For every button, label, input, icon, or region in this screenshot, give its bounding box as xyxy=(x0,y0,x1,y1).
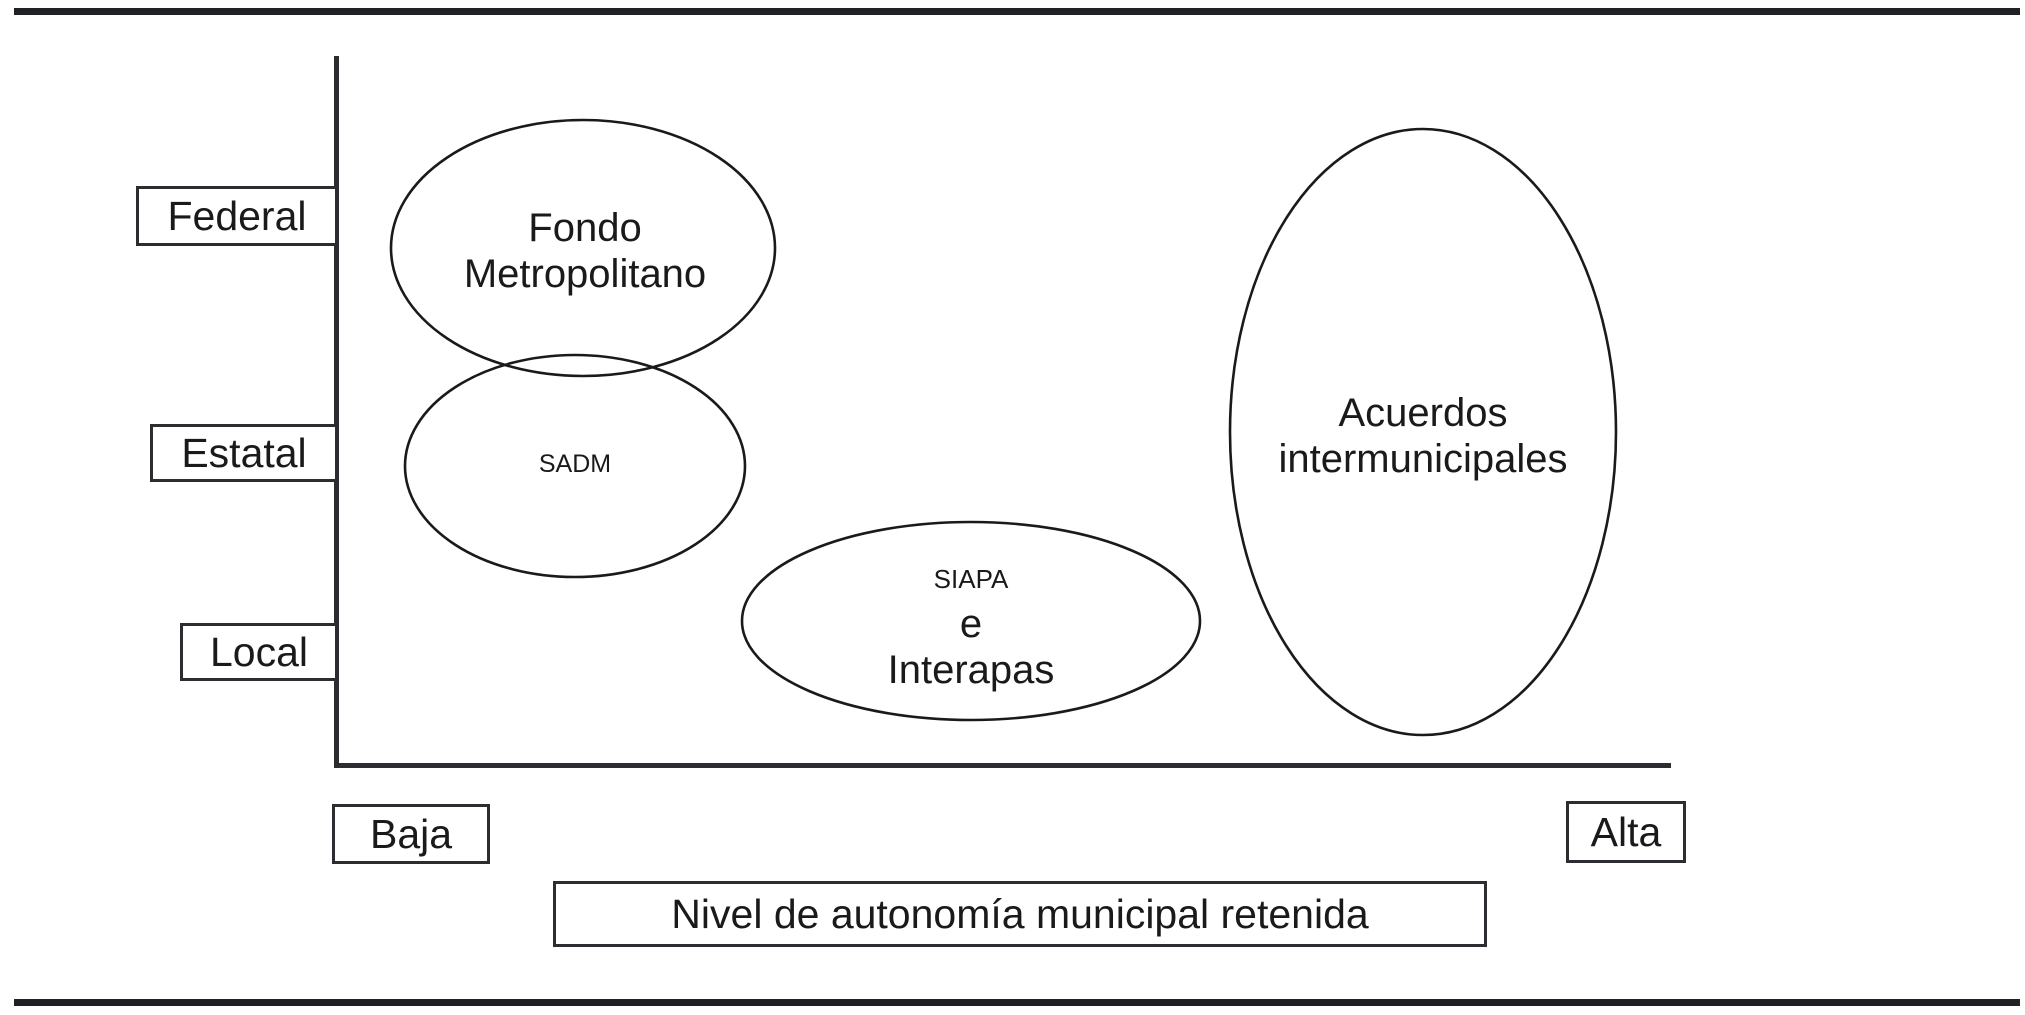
x-axis-line xyxy=(334,763,1671,768)
ellipse-label-acuerdos-intermunicipales: Acuerdos intermunicipales xyxy=(1278,391,1568,481)
y-axis-label-local: Local xyxy=(180,623,338,681)
top-border-rule xyxy=(14,8,2020,15)
ellipse-label-interapas: e Interapas xyxy=(887,602,1055,692)
y-axis-label-federal: Federal xyxy=(136,186,338,246)
bottom-border-rule xyxy=(14,999,2020,1006)
x-axis-title: Nivel de autonomía municipal retenida xyxy=(553,881,1487,947)
x-axis-label-alta: Alta xyxy=(1566,801,1686,863)
ellipse-label-fondo-metropolitano: Fondo Metropolitano xyxy=(463,206,707,296)
ellipse-label-siapa: SIAPA xyxy=(933,564,1009,594)
x-axis-label-baja: Baja xyxy=(332,804,490,864)
y-axis-line xyxy=(334,56,339,768)
ellipse-label-sadm: SADM xyxy=(538,450,612,478)
y-axis-label-estatal: Estatal xyxy=(150,424,338,482)
